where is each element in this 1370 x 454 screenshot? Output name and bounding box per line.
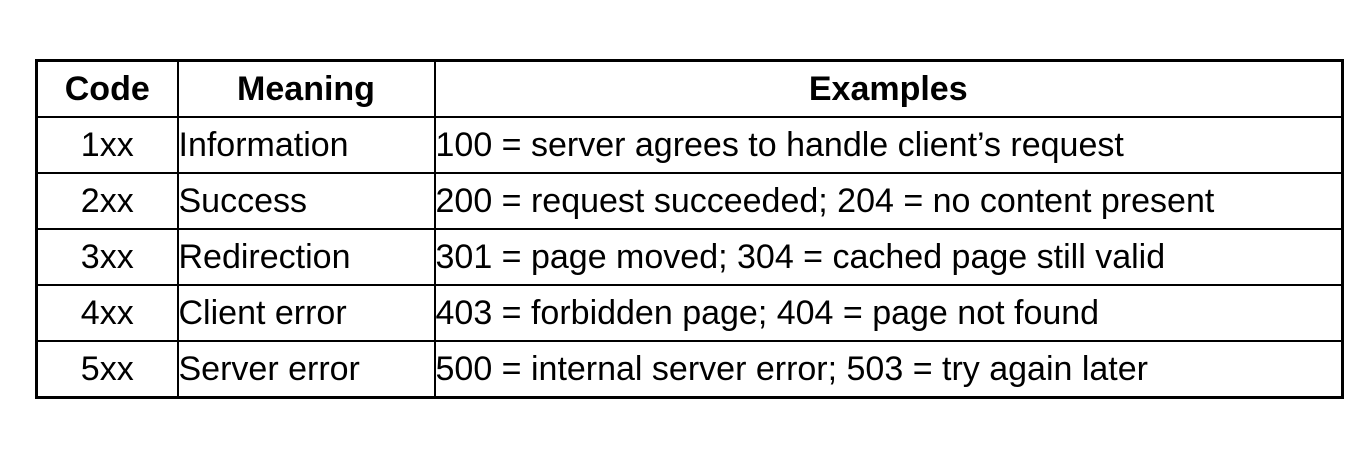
cell-meaning: Server error bbox=[176, 340, 436, 399]
cell-meaning: Redirection bbox=[176, 228, 436, 286]
cell-meaning: Client error bbox=[176, 284, 436, 342]
cell-code: 1xx bbox=[35, 116, 179, 174]
header-meaning: Meaning bbox=[176, 59, 436, 118]
cell-code: 5xx bbox=[35, 340, 179, 399]
table-row: 4xx Client error 403 = forbidden page; 4… bbox=[35, 284, 1344, 342]
cell-code: 2xx bbox=[35, 172, 179, 230]
cell-meaning: Success bbox=[176, 172, 436, 230]
table-header-row: Code Meaning Examples bbox=[35, 59, 1344, 118]
cell-examples: 100 = server agrees to handle client’s r… bbox=[433, 116, 1344, 174]
header-examples: Examples bbox=[433, 59, 1344, 118]
cell-meaning: Information bbox=[176, 116, 436, 174]
header-code: Code bbox=[35, 59, 179, 118]
http-status-code-table: Code Meaning Examples 1xx Information 10… bbox=[35, 59, 1344, 399]
cell-code: 4xx bbox=[35, 284, 179, 342]
cell-examples: 500 = internal server error; 503 = try a… bbox=[433, 340, 1344, 399]
table-row: 3xx Redirection 301 = page moved; 304 = … bbox=[35, 228, 1344, 286]
cell-examples: 301 = page moved; 304 = cached page stil… bbox=[433, 228, 1344, 286]
cell-examples: 200 = request succeeded; 204 = no conten… bbox=[433, 172, 1344, 230]
cell-code: 3xx bbox=[35, 228, 179, 286]
cell-examples: 403 = forbidden page; 404 = page not fou… bbox=[433, 284, 1344, 342]
table-row: 5xx Server error 500 = internal server e… bbox=[35, 340, 1344, 399]
table-row: 2xx Success 200 = request succeeded; 204… bbox=[35, 172, 1344, 230]
table-row: 1xx Information 100 = server agrees to h… bbox=[35, 116, 1344, 174]
